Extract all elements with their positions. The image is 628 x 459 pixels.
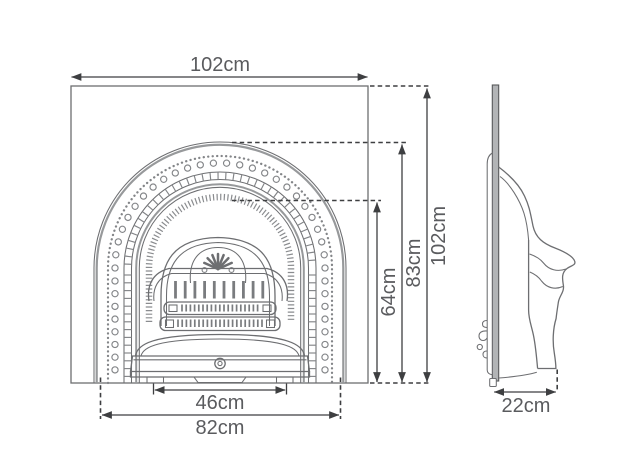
- backplate-frame-outline: [70, 85, 369, 384]
- arch-outer-moulding: [95, 143, 345, 383]
- dim-opening-height-label: 64cm: [378, 268, 400, 317]
- lug-bottom: [482, 350, 488, 359]
- rail1-left-cap: [168, 304, 178, 313]
- profile-leg-inner: [527, 240, 539, 369]
- rail2-left-cap: [164, 319, 175, 329]
- fixing-lugs: [476, 319, 488, 359]
- lug-knob: [476, 343, 483, 351]
- ashpan-cover-top: [134, 333, 306, 357]
- arch-circle-ornament: [111, 159, 329, 374]
- plinth-bottom-strip: [129, 371, 311, 378]
- hood-outer-outline: [160, 236, 276, 326]
- mantel-profile-outline: [498, 166, 576, 370]
- side-foot: [489, 377, 497, 388]
- rail2-outline: [159, 316, 281, 332]
- dim-insert-width-label: 82cm: [196, 417, 245, 439]
- under-shelf-scroll-1: [529, 253, 567, 271]
- ashpan-knob-inner: [217, 360, 223, 367]
- backplate-edge-bar: [491, 84, 500, 382]
- center-tab: [192, 376, 248, 384]
- base-plinth: [129, 333, 311, 384]
- fire-hood: [160, 236, 276, 326]
- arch-ladder-inner: [130, 178, 310, 383]
- fret-rail: [147, 267, 289, 302]
- arch-band: [93, 141, 347, 385]
- profile-inner-curve: [499, 176, 530, 241]
- lug-hook: [478, 330, 488, 342]
- slotted-rail-1: [163, 301, 277, 316]
- rail1-outline: [163, 301, 277, 316]
- dim-grate-width-label: 46cm: [196, 392, 245, 414]
- side-view: [476, 84, 576, 388]
- rail1-slots: [181, 304, 259, 312]
- hood-inner-outline: [165, 241, 271, 326]
- ashpan-knob: [214, 357, 226, 370]
- under-shelf-scroll-2: [529, 271, 564, 289]
- dim-overall-height-label: 102cm: [428, 206, 450, 266]
- ashpan-cover-inner: [140, 338, 300, 357]
- slotted-rail-2: [159, 316, 281, 332]
- arch-inner-edge: [138, 186, 302, 383]
- dim-depth-label: 22cm: [502, 395, 551, 417]
- front-view: [70, 85, 369, 385]
- beaded-rope-arch: [145, 193, 295, 322]
- dim-arch-height-label: 83cm: [403, 239, 425, 288]
- arch-ladder-outer: [123, 171, 317, 383]
- fret-wing-outer: [147, 267, 289, 302]
- dim-overall-width-label: 102cm: [190, 54, 250, 76]
- rail2-right-cap: [265, 319, 276, 329]
- lug-top: [481, 319, 488, 329]
- arch-outer-edge: [93, 141, 347, 383]
- front-flange-strip: [486, 152, 493, 376]
- arch-ladder-rungs: [124, 171, 316, 377]
- fret-wing-inner: [153, 272, 283, 302]
- rail1-right-cap: [262, 304, 272, 313]
- grate-bars: [174, 281, 265, 299]
- shell-motif: [201, 252, 235, 273]
- rail2-slots: [177, 319, 263, 327]
- left-foot: [146, 376, 165, 384]
- shell-teardrop-outline: [189, 246, 247, 284]
- arch-inner-moulding: [135, 183, 305, 383]
- arch-scallop-line: [106, 154, 334, 385]
- side-base-line: [498, 371, 537, 379]
- right-foot: [275, 376, 294, 384]
- dimensions: 102cm 102cm 83cm 64cm 46cm 82cm 22cm: [71, 54, 558, 439]
